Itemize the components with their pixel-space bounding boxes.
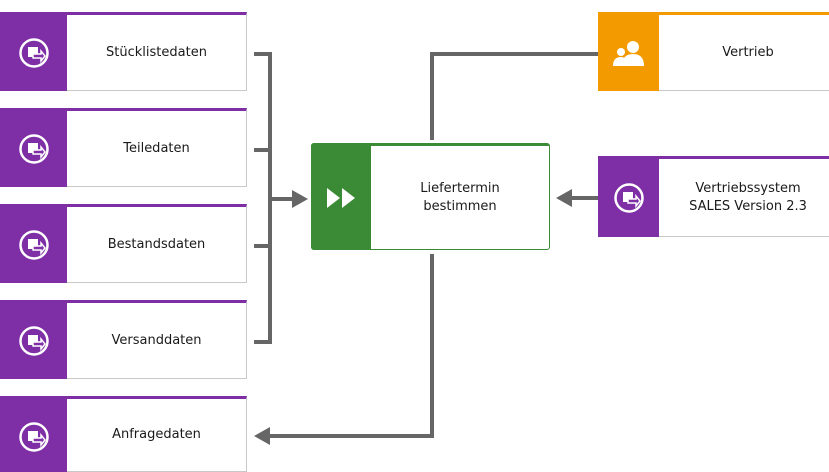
arrowhead-to-function	[292, 190, 308, 208]
node-label: Vertrieb	[722, 44, 774, 60]
node-bestandsdaten[interactable]: Bestandsdaten	[0, 204, 247, 283]
data-document-icon	[614, 183, 644, 213]
node-anfragedaten[interactable]: Anfragedaten	[0, 396, 247, 472]
node-label: Vertriebssystem SALES Version 2.3	[659, 159, 829, 236]
node-label: Versanddaten	[111, 332, 202, 348]
fast-forward-icon	[327, 188, 355, 208]
node-label: Bestandsdaten	[107, 236, 206, 252]
people-group-icon	[613, 41, 644, 66]
connector-stuecklistedaten	[254, 52, 272, 344]
data-document-icon	[19, 326, 49, 356]
node-label: Anfragedaten	[112, 427, 201, 442]
node-label: Teiledaten	[123, 140, 190, 156]
function-label-line2: bestimmen	[423, 198, 497, 214]
node-vertriebssystem[interactable]: Vertriebssystem SALES Version 2.3	[598, 156, 829, 237]
node-stuecklistedaten[interactable]: Stücklistedaten	[0, 12, 247, 91]
function-label-line1: Liefertermin	[420, 180, 500, 196]
node-function-liefertermin[interactable]: Liefertermin bestimmen	[311, 143, 550, 250]
arrowhead-to-anfragedaten	[254, 427, 270, 445]
data-document-icon	[19, 422, 49, 452]
node-teiledaten[interactable]: Teiledaten	[0, 108, 247, 187]
data-document-icon	[19, 230, 49, 260]
node-versanddaten[interactable]: Versanddaten	[0, 300, 247, 379]
node-label: Stücklistedaten	[106, 44, 207, 60]
node-vertrieb[interactable]: Vertrieb	[598, 12, 829, 91]
system-label-line2: SALES Version 2.3	[689, 198, 807, 214]
connector-anfragedaten	[268, 254, 434, 438]
connector-vertrieb	[430, 52, 598, 140]
data-document-icon	[19, 38, 49, 68]
system-label-line1: Vertriebssystem	[695, 180, 801, 196]
node-label: Liefertermin bestimmen	[371, 146, 549, 249]
arrowhead-from-system	[556, 189, 572, 207]
data-document-icon	[19, 134, 49, 164]
